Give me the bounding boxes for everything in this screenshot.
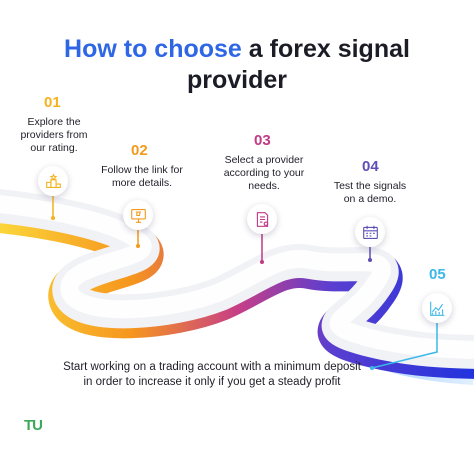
brand-logo: TU <box>24 417 43 434</box>
calendar-icon <box>362 225 378 239</box>
podium-icon <box>45 172 61 188</box>
step-2-text: Follow the link for more details. <box>101 164 183 189</box>
page-title: How to choose a forex signal provider <box>0 34 474 96</box>
monitor-icon <box>130 208 146 223</box>
step-4-number: 04 <box>362 158 379 175</box>
step-1-circle <box>38 166 68 196</box>
step-5-circle <box>422 293 452 323</box>
title-line2: provider <box>186 66 288 94</box>
final-step-text: Start working on a trading account with … <box>63 361 361 388</box>
title-highlight: How to choose <box>64 35 242 63</box>
document-icon <box>256 211 268 227</box>
step-4-circle <box>355 217 385 247</box>
chart-icon <box>429 301 444 316</box>
step-3-circle <box>247 204 277 234</box>
step-2-circle <box>123 200 153 230</box>
step-1-number: 01 <box>44 94 61 111</box>
step-1-text: Explore the providers from our rating. <box>20 116 88 154</box>
step-5-number: 05 <box>429 266 446 283</box>
step-4-text: Test the signals on a demo. <box>333 180 407 205</box>
step-3-number: 03 <box>254 132 271 149</box>
step-2-number: 02 <box>131 142 148 159</box>
step-3-text: Select a provider according to your need… <box>223 154 305 192</box>
title-rest: a forex signal <box>241 35 410 63</box>
